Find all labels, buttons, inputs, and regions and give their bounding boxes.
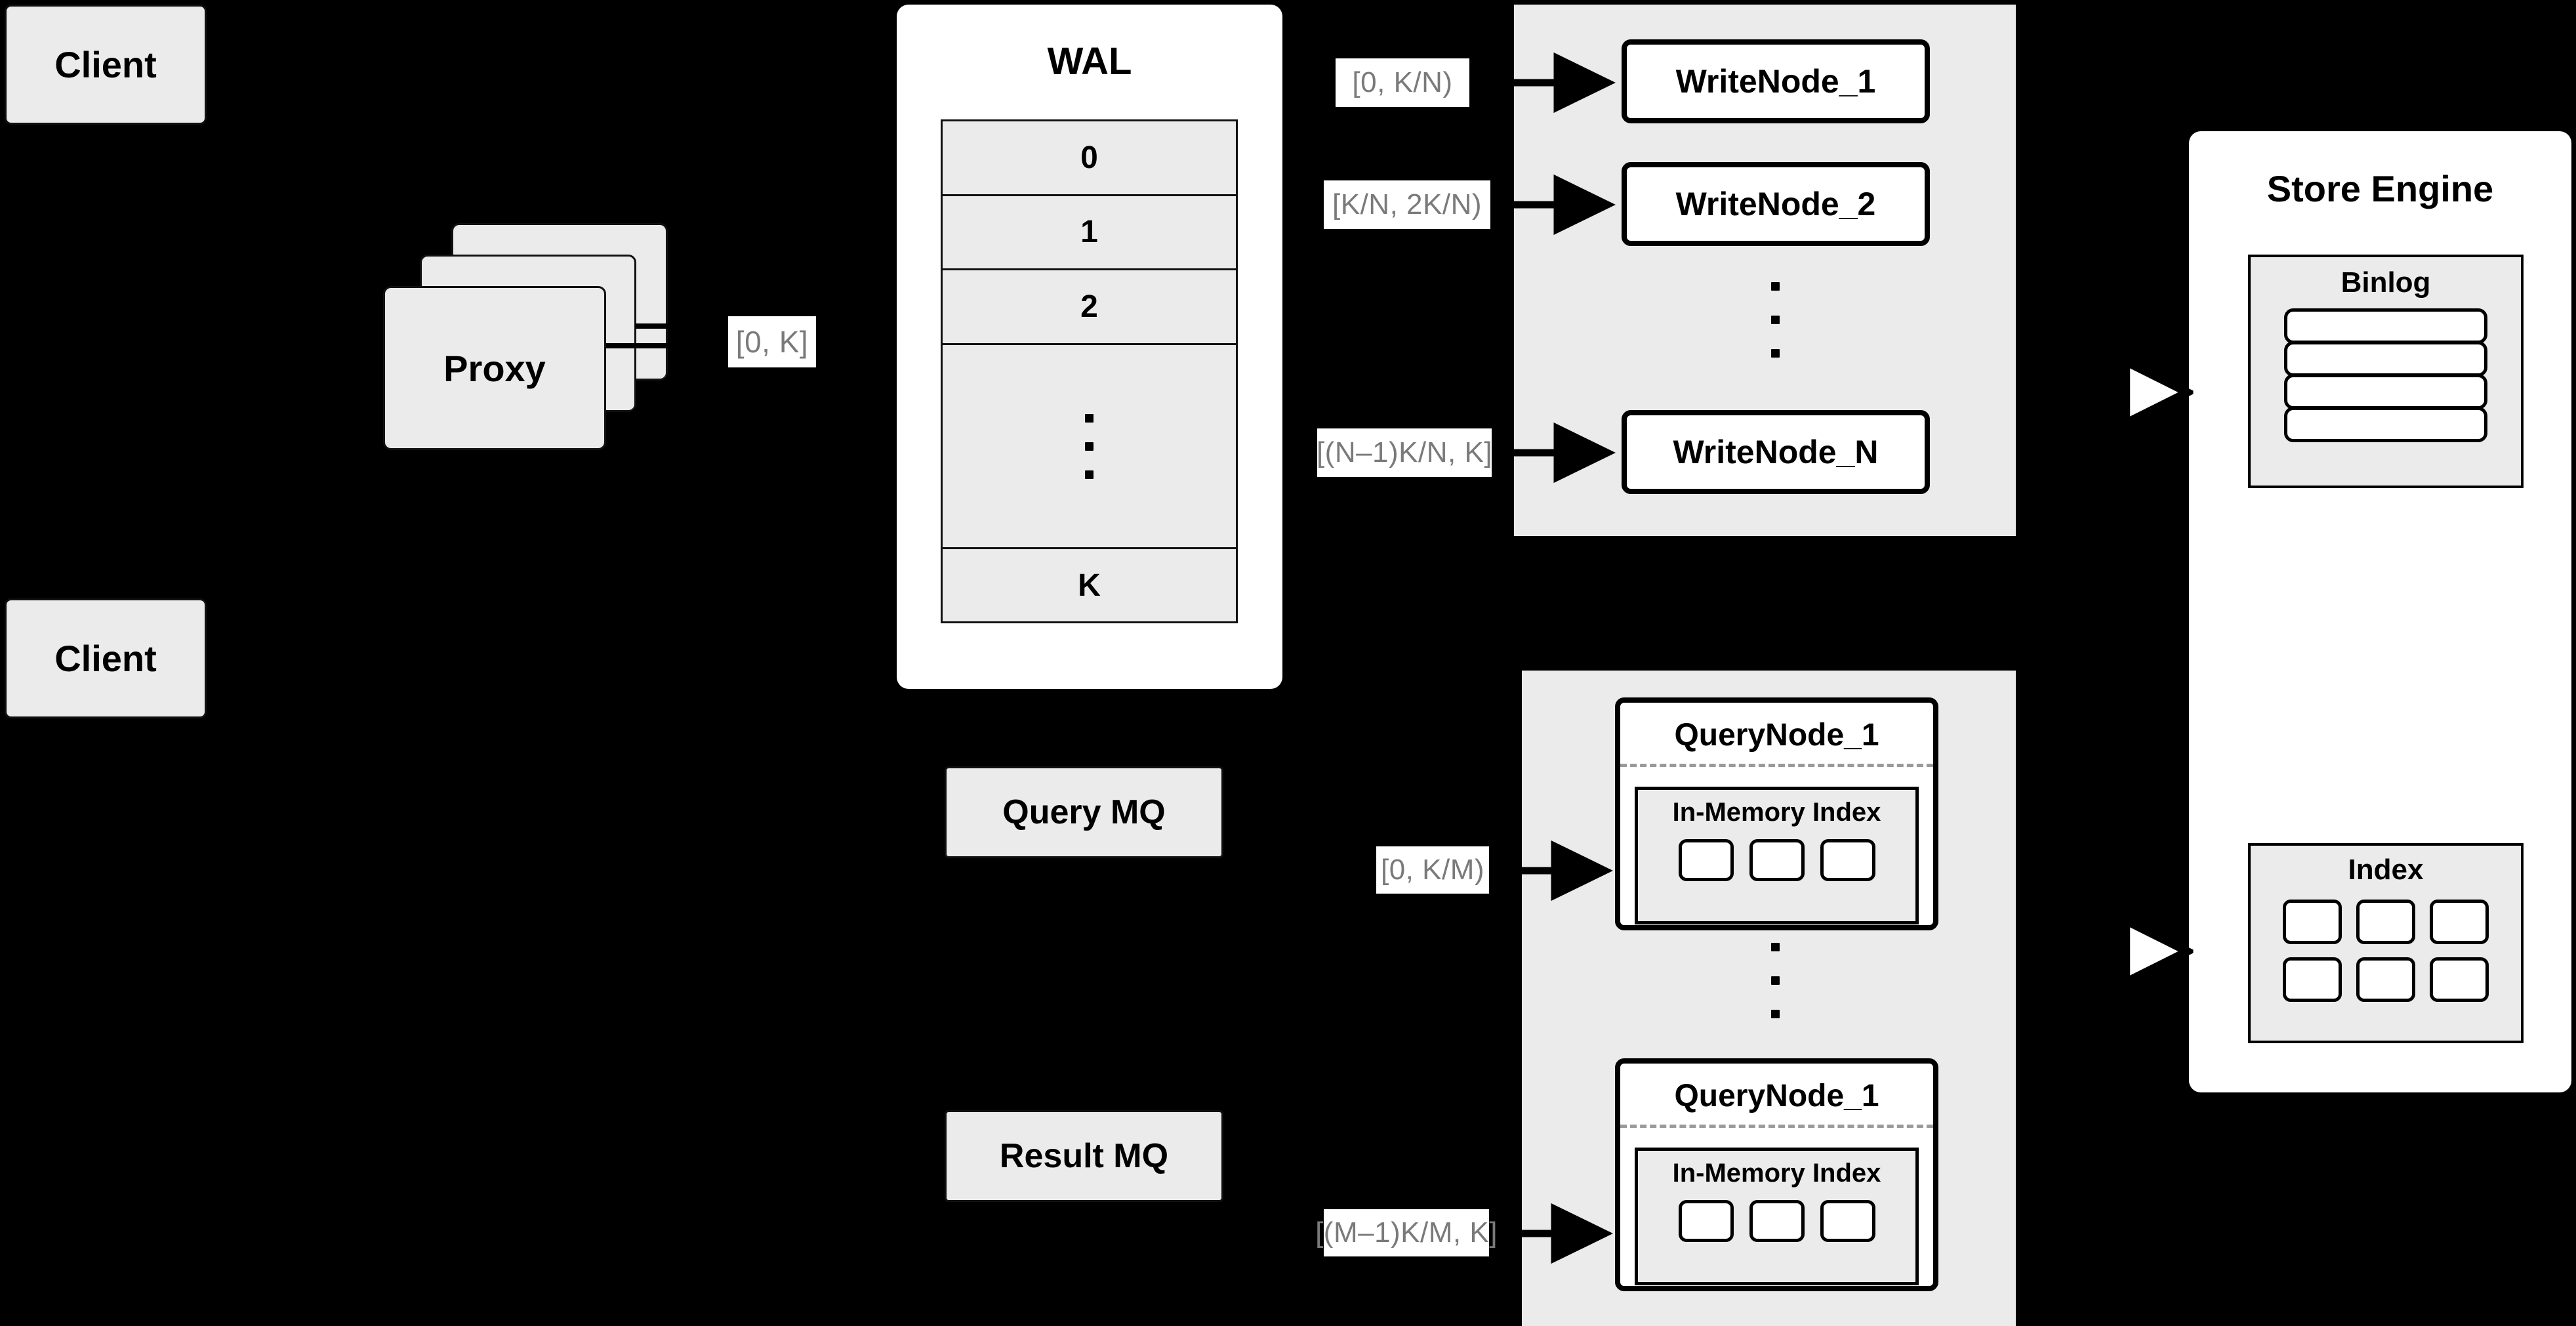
wal-row-k[interactable]: K	[943, 549, 1236, 621]
index-cell[interactable]	[2356, 900, 2415, 944]
ellipsis-dot	[1771, 316, 1780, 324]
index-title-wrap: Index	[2251, 846, 2521, 886]
wal-row-0-label: 0	[1080, 140, 1098, 175]
write-node-1[interactable]: WriteNode_1	[1622, 39, 1930, 123]
wal-row-k-label: K	[1078, 568, 1101, 603]
index-segment-chip[interactable]	[1678, 839, 1734, 881]
index-segment-chip[interactable]	[1678, 1200, 1734, 1242]
binlog-rows	[2251, 308, 2521, 442]
binlog-row[interactable]	[2284, 374, 2487, 409]
wal-title-text: WAL	[1047, 40, 1132, 83]
store-engine-title-text: Store Engine	[2266, 168, 2494, 209]
binlog-panel: Binlog	[2248, 255, 2524, 488]
query-node-1-range-text: [0, K/M)	[1380, 854, 1485, 886]
ellipsis-dot	[1085, 413, 1094, 423]
proxy-range-label: [0, K]	[728, 316, 816, 367]
index-cell[interactable]	[2283, 900, 2342, 944]
query-node-m-range-label: [(M–1)K/M, K]	[1315, 1209, 1497, 1256]
index-cell[interactable]	[2283, 957, 2342, 1002]
write-node-n-range-text: [(N–1)K/N, K]	[1316, 436, 1493, 468]
query-node-1-index-title-wrap: In-Memory Index	[1673, 790, 1881, 827]
query-node-m-index-title: In-Memory Index	[1672, 1159, 1881, 1188]
write-node-1-range-text: [0, K/N)	[1352, 66, 1453, 98]
index-panel: Index	[2248, 843, 2524, 1043]
query-node-m-index-title-wrap: In-Memory Index	[1673, 1151, 1881, 1188]
wal-slot-table: 0 1 2 K	[941, 119, 1238, 623]
write-node-2-range-label: [K/N, 2K/N)	[1324, 180, 1490, 229]
ellipsis-dot	[1771, 282, 1780, 291]
proxy-range-text: [0, K]	[735, 325, 809, 359]
client-label-1: Client	[54, 44, 157, 85]
wal-row-2[interactable]: 2	[943, 270, 1236, 345]
result-mq-box[interactable]: Result MQ	[945, 1110, 1223, 1202]
wal-row-0[interactable]: 0	[943, 121, 1236, 196]
write-node-n-range-label: [(N–1)K/N, K]	[1317, 428, 1492, 477]
write-node-1-range-label: [0, K/N)	[1336, 58, 1469, 107]
write-node-2-label: WriteNode_2	[1675, 186, 1876, 222]
query-node-1-index-title: In-Memory Index	[1672, 798, 1881, 827]
write-node-2-range-text: [K/N, 2K/N)	[1332, 188, 1482, 220]
write-node-n[interactable]: WriteNode_N	[1622, 410, 1930, 494]
write-node-n-label: WriteNode_N	[1673, 434, 1879, 470]
query-node-1-label-wrap: QueryNode_1	[1620, 703, 1933, 753]
index-cell[interactable]	[2356, 957, 2415, 1002]
query-node-m-label-wrap: QueryNode_1	[1620, 1064, 1933, 1114]
wal-row-ellipsis	[943, 345, 1236, 550]
binlog-title: Binlog	[2341, 266, 2431, 299]
index-cell-row	[2283, 900, 2489, 944]
query-node-m-separator	[1620, 1125, 1933, 1128]
write-node-1-label: WriteNode_1	[1675, 63, 1876, 100]
ellipsis-dot	[1771, 943, 1780, 951]
index-segment-chip[interactable]	[1749, 1200, 1805, 1242]
binlog-row[interactable]	[2284, 407, 2487, 442]
index-cell-grid	[2251, 900, 2521, 1002]
index-cell[interactable]	[2430, 900, 2489, 944]
binlog-row[interactable]	[2284, 341, 2487, 377]
ellipsis-dot	[1771, 976, 1780, 985]
query-cluster-ellipsis	[1771, 943, 1780, 1018]
binlog-row[interactable]	[2284, 308, 2487, 344]
client-label-2: Client	[54, 638, 157, 679]
wal-title: WAL	[897, 39, 1282, 83]
query-mq-box[interactable]: Query MQ	[945, 766, 1223, 858]
write-cluster-ellipsis	[1771, 282, 1780, 358]
query-node-m-inmemory-index: In-Memory Index	[1635, 1148, 1919, 1285]
wal-row-1[interactable]: 1	[943, 196, 1236, 271]
binlog-title-wrap: Binlog	[2251, 257, 2521, 299]
query-node-m-range-text: [(M–1)K/M, K]	[1315, 1216, 1498, 1249]
index-segment-chip[interactable]	[1749, 839, 1805, 881]
client-box-1[interactable]: Client	[5, 5, 207, 125]
wal-row-2-label: 2	[1080, 289, 1098, 324]
query-node-1-separator	[1620, 764, 1933, 767]
index-segment-chip[interactable]	[1820, 1200, 1875, 1242]
index-segment-chip[interactable]	[1820, 839, 1875, 881]
index-cell-row	[2283, 957, 2489, 1002]
query-node-1-segment-row	[1678, 839, 1875, 881]
result-mq-label: Result MQ	[999, 1137, 1169, 1175]
ellipsis-dot	[1085, 442, 1094, 451]
query-node-m-segment-row	[1678, 1200, 1875, 1242]
index-cell[interactable]	[2430, 957, 2489, 1002]
query-node-1-inmemory-index: In-Memory Index	[1635, 787, 1919, 924]
index-title: Index	[2348, 854, 2424, 886]
proxy-box[interactable]: Proxy	[383, 286, 606, 450]
ellipsis-dot	[1085, 470, 1094, 479]
query-node-m[interactable]: QueryNode_1 In-Memory Index	[1615, 1058, 1938, 1291]
client-box-2[interactable]: Client	[5, 598, 207, 718]
write-node-2[interactable]: WriteNode_2	[1622, 162, 1930, 246]
query-mq-label: Query MQ	[1002, 793, 1166, 831]
wal-row-1-label: 1	[1080, 215, 1098, 250]
query-node-1-label: QueryNode_1	[1674, 718, 1879, 753]
query-node-m-label: QueryNode_1	[1674, 1079, 1879, 1113]
proxy-label: Proxy	[443, 347, 546, 389]
query-node-1-range-label: [0, K/M)	[1376, 846, 1489, 894]
query-node-1[interactable]: QueryNode_1 In-Memory Index	[1615, 697, 1938, 930]
store-engine-title: Store Engine	[2189, 167, 2571, 210]
ellipsis-dot	[1771, 1010, 1780, 1018]
ellipsis-dot	[1771, 349, 1780, 358]
